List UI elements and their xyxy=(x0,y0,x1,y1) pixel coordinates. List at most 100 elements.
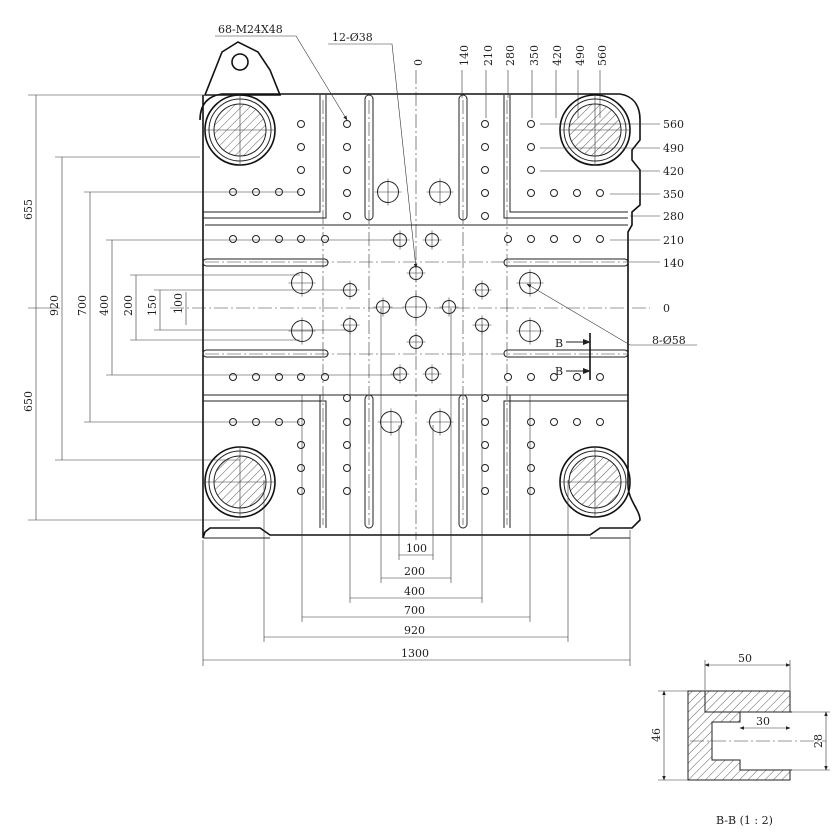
tapped-hole xyxy=(550,189,558,197)
tapped-hole xyxy=(527,120,535,128)
bottom-dim-920: 920 xyxy=(404,624,425,637)
tapped-hole xyxy=(297,441,305,449)
right-ruler-210: 210 xyxy=(663,234,684,247)
tapped-hole xyxy=(321,235,329,243)
tapped-hole xyxy=(550,373,558,381)
section-dim-28: 28 xyxy=(812,734,825,748)
mounting-holes xyxy=(229,120,604,495)
tapped-hole xyxy=(343,418,351,426)
tapped-hole xyxy=(343,166,351,174)
tapped-hole xyxy=(573,189,581,197)
tapped-hole xyxy=(229,235,237,243)
dimension-lines xyxy=(28,70,660,666)
tapped-hole xyxy=(297,487,305,495)
bottom-dim-100: 100 xyxy=(406,542,427,555)
tapped-hole xyxy=(229,373,237,381)
bottom-dim-700: 700 xyxy=(404,604,425,617)
tapped-hole xyxy=(573,418,581,426)
tapped-hole xyxy=(527,143,535,151)
section-marks xyxy=(566,333,591,380)
tapped-hole xyxy=(297,166,305,174)
tapped-hole xyxy=(481,487,489,495)
tapped-hole xyxy=(527,373,535,381)
tapped-hole xyxy=(481,441,489,449)
dim-655: 655 xyxy=(22,199,35,220)
top-ruler-210: 210 xyxy=(482,45,495,66)
bottom-dim-200: 200 xyxy=(404,565,425,578)
tapped-hole xyxy=(343,212,351,220)
tapped-hole xyxy=(252,373,260,381)
leaders xyxy=(215,35,697,346)
tapped-hole xyxy=(504,235,512,243)
tapped-holes-label: 68-M24X48 xyxy=(218,23,283,36)
tapped-hole xyxy=(481,166,489,174)
top-ruler-560: 560 xyxy=(596,45,609,66)
tapped-hole xyxy=(527,235,535,243)
tapped-hole xyxy=(343,143,351,151)
bottom-dim-1300: 1300 xyxy=(401,647,429,660)
tapped-hole xyxy=(596,189,604,197)
right-ruler-280: 280 xyxy=(663,210,684,223)
tapped-hole xyxy=(297,373,305,381)
top-ruler-420: 420 xyxy=(551,45,564,66)
tapped-hole xyxy=(596,418,604,426)
tapped-hole xyxy=(481,394,489,402)
top-ruler-350: 350 xyxy=(528,45,541,66)
section-dim-50: 50 xyxy=(738,652,752,665)
tapped-hole xyxy=(297,464,305,472)
dim-650: 650 xyxy=(22,391,35,412)
tapped-hole xyxy=(596,373,604,381)
tapped-hole xyxy=(343,394,351,402)
tapped-hole xyxy=(481,418,489,426)
section-b-b: 50 30 46 28 xyxy=(650,652,830,781)
large-holes-label: 8-Ø58 xyxy=(652,334,686,347)
tapped-hole xyxy=(527,487,535,495)
tapped-hole xyxy=(550,418,558,426)
right-ruler-420: 420 xyxy=(663,165,684,178)
annotation-text: 68-M24X48 12-Ø38 8-Ø58 B B B-B (1 : 2) 0… xyxy=(22,23,773,827)
tie-bar-hole-bottom-left xyxy=(204,446,276,518)
tapped-hole xyxy=(321,373,329,381)
top-ruler-490: 490 xyxy=(574,45,587,66)
tapped-hole xyxy=(527,166,535,174)
section-dim-46: 46 xyxy=(650,728,663,742)
tapped-hole xyxy=(343,120,351,128)
tapped-hole xyxy=(297,120,305,128)
tapped-hole xyxy=(527,418,535,426)
tapped-hole xyxy=(275,235,283,243)
tapped-hole xyxy=(481,143,489,151)
center-lines xyxy=(170,70,650,540)
small-holes-label: 12-Ø38 xyxy=(332,31,373,44)
section-dim-30: 30 xyxy=(756,715,770,728)
tapped-hole xyxy=(343,441,351,449)
right-ruler-560: 560 xyxy=(663,118,684,131)
tie-bar-hole-top-right xyxy=(559,94,631,166)
tapped-hole xyxy=(504,373,512,381)
tapped-hole xyxy=(343,464,351,472)
tapped-hole xyxy=(481,120,489,128)
tapped-hole xyxy=(596,235,604,243)
tapped-hole xyxy=(527,441,535,449)
right-ruler-350: 350 xyxy=(663,188,684,201)
right-ruler-490: 490 xyxy=(663,142,684,155)
tapped-hole xyxy=(297,143,305,151)
tapped-hole xyxy=(550,235,558,243)
dim-700: 700 xyxy=(76,295,89,316)
tie-bar-hole-bottom-right xyxy=(559,446,631,518)
tapped-hole xyxy=(481,212,489,220)
dim-200: 200 xyxy=(122,295,135,316)
tapped-hole xyxy=(573,235,581,243)
tie-bar-hole-top-left xyxy=(204,94,276,166)
right-ruler-140: 140 xyxy=(663,257,684,270)
tapped-hole xyxy=(573,373,581,381)
dim-920: 920 xyxy=(48,295,61,316)
section-mark-2: B xyxy=(555,365,563,378)
tapped-hole xyxy=(252,235,260,243)
tapped-hole xyxy=(481,189,489,197)
top-ruler-280: 280 xyxy=(504,45,517,66)
dim-400: 400 xyxy=(98,295,111,316)
dim-150: 150 xyxy=(146,295,159,316)
section-caption: B-B (1 : 2) xyxy=(716,814,773,827)
